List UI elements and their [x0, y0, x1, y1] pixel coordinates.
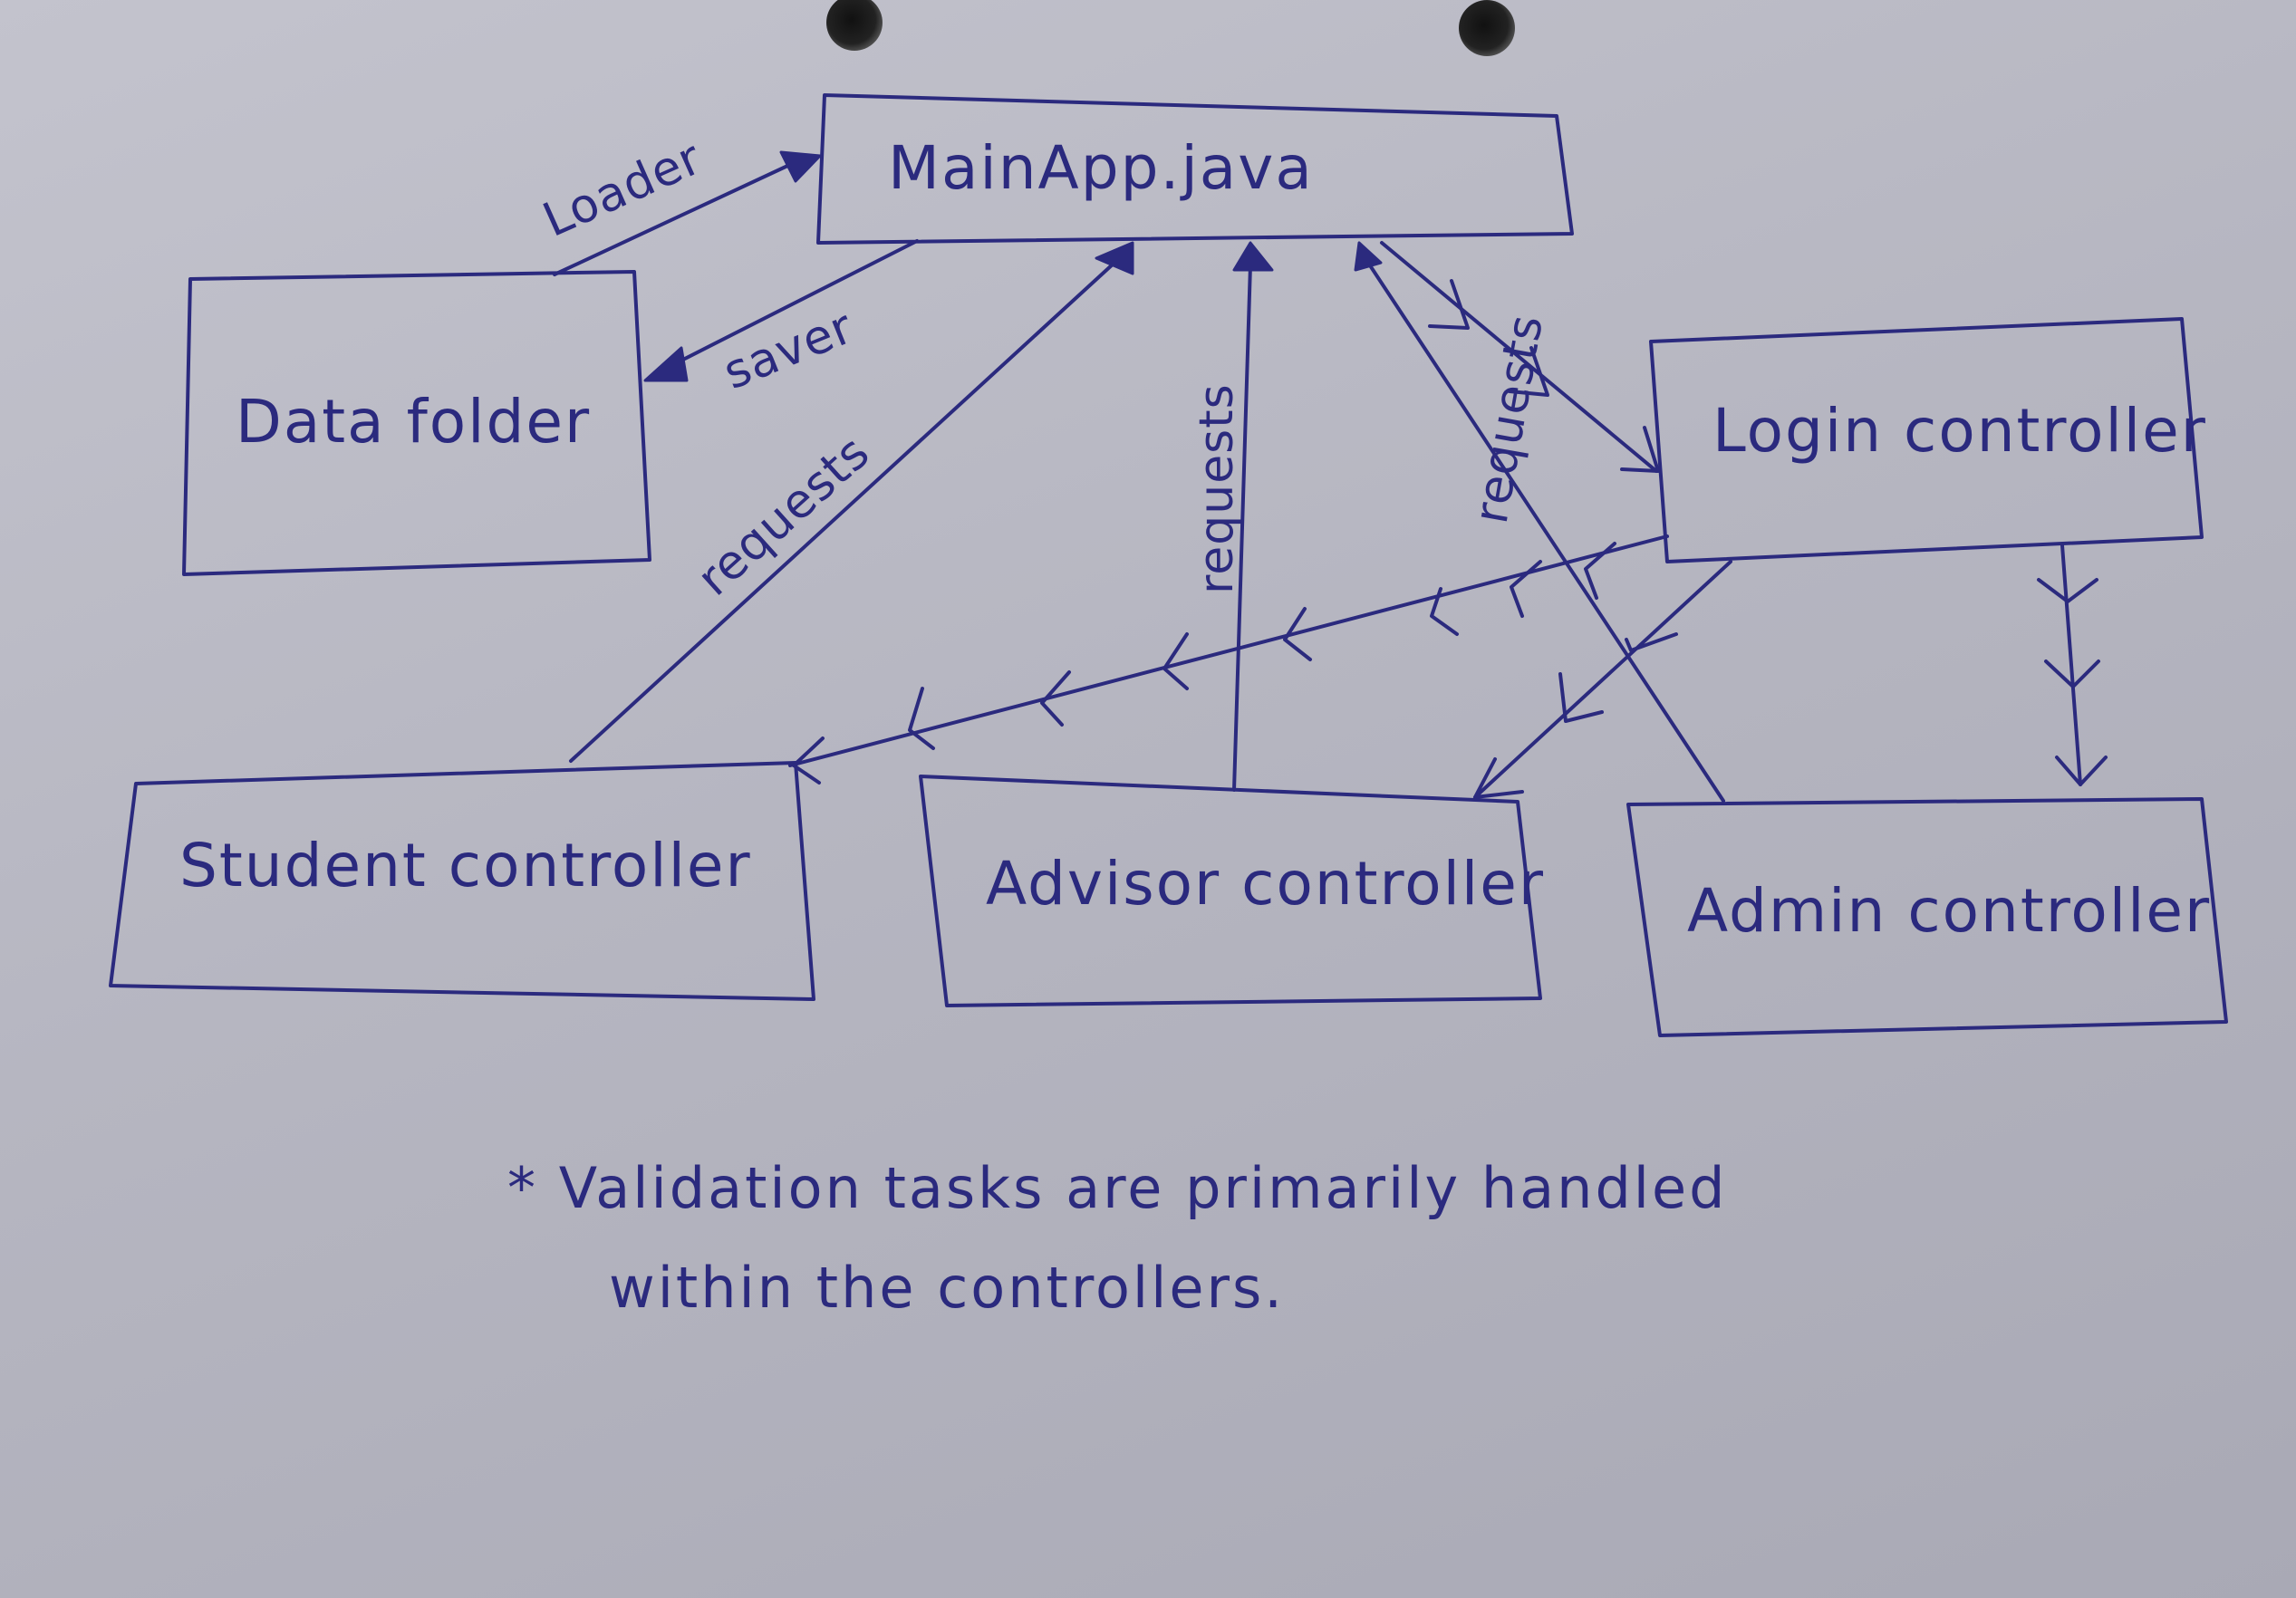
loader-edge-label: Loader [535, 130, 710, 248]
main-to-login-arrowhead [1620, 426, 1660, 473]
binder-hole-right [1459, 0, 1515, 56]
login-to-advisor-chevron-1 [1625, 632, 1678, 652]
main-to-login-chevron-1 [1428, 279, 1470, 330]
admin-controller-label: Admin controller [1687, 876, 2211, 946]
admin-requests-label: requests [1464, 311, 1555, 528]
advisor-controller-label: Advisor controller [986, 849, 1545, 919]
data-folder-label: Data folder [236, 387, 591, 457]
binder-hole-left [826, 0, 883, 51]
advisor-requests-label: requests [1190, 383, 1244, 594]
loader-arrowhead [779, 150, 822, 183]
admin-requests-edge [1366, 261, 1725, 803]
login-to-admin-chevron-2 [2044, 659, 2100, 688]
admin-requests-arrowhead [1354, 241, 1383, 272]
login-to-advisor-chevron-2 [1558, 672, 1604, 723]
validation-note-line-1: * Validation tasks are primarily handled [507, 1155, 1728, 1221]
student-requests-label: requests [688, 425, 881, 606]
login-to-student-chevron-4 [1283, 607, 1312, 661]
main-to-login-chevron-2 [1508, 346, 1549, 397]
login-to-student-chevron-7 [908, 687, 935, 750]
saver-arrowhead [643, 346, 689, 382]
student-requests-arrowhead [1095, 241, 1134, 275]
advisor-requests-arrowhead [1232, 241, 1274, 272]
admin-controller-box [1626, 797, 2228, 1037]
login-to-student-edge [788, 534, 1669, 767]
login-controller-label: Login controller [1712, 396, 2207, 466]
saver-edge [669, 239, 919, 368]
main-app-box [816, 93, 1574, 245]
saver-edge-label: saver [716, 300, 861, 400]
login-to-student-chevron-6 [1040, 670, 1071, 727]
login-to-admin-chevron-1 [2037, 578, 2098, 603]
login-controller-box [1649, 317, 2204, 563]
validation-note-line-2: within the controllers. [609, 1255, 1286, 1321]
login-to-student-chevron-5 [1162, 632, 1189, 690]
student-requests-edge [569, 261, 1116, 763]
main-to-login-edge [1380, 241, 1658, 473]
login-to-admin-arrowhead [2055, 756, 2108, 786]
advisor-requests-edge [1232, 263, 1252, 792]
student-controller-box [109, 761, 815, 1001]
advisor-controller-box [919, 775, 1542, 1007]
data-folder-box [182, 270, 651, 576]
login-to-student-chevron-1 [1584, 542, 1616, 600]
login-to-advisor-arrowhead [1473, 757, 1524, 799]
login-to-admin-edge [2060, 544, 2082, 786]
login-to-advisor-edge [1473, 560, 1732, 799]
loader-edge [553, 159, 799, 276]
login-to-student-chevron-3 [1430, 587, 1459, 636]
login-to-student-chevron-2 [1510, 560, 1542, 618]
login-to-student-arrowhead [792, 736, 825, 785]
student-controller-label: Student controller [179, 831, 752, 900]
main-app-label: MainApp.java [888, 133, 1314, 203]
